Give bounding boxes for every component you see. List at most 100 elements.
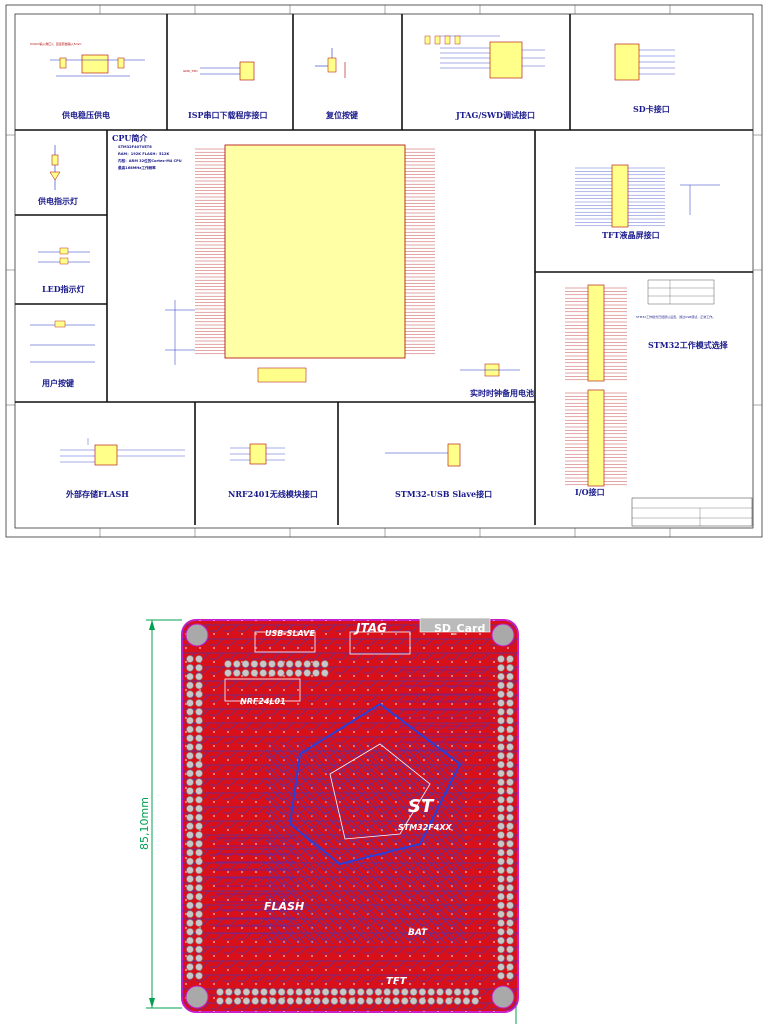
header-pad [186,708,194,716]
header-pad [497,655,505,663]
header-pad [401,988,409,996]
header-pad [195,866,203,874]
pcb-logo: ST [408,796,435,817]
header-pad [195,734,203,742]
header-pad [195,778,203,786]
header-pad [497,752,505,760]
header-pad [195,664,203,672]
header-pad [506,778,514,786]
usb-circuit: STM32-USB Slave接口 [385,443,492,499]
header-pad [497,963,505,971]
header-pad [195,813,203,822]
header-pad [186,901,194,910]
cpu-line-4: 最高168MHz工作频率 [118,165,156,170]
mount-hole [185,623,209,647]
header-pad [497,840,505,848]
header-pad [195,787,203,795]
header-pad [497,743,505,751]
header-pad [506,804,514,813]
header-pad [186,734,194,742]
header-pad [506,681,514,690]
header-pad [286,988,295,996]
header-pad [365,997,374,1005]
header-pad [506,708,514,716]
header-pad [233,669,241,677]
header-pad [497,884,505,892]
header-pad [321,660,329,668]
header-pad [186,804,194,813]
header-pad [506,664,514,672]
header-pad [186,716,194,725]
header-pad [304,988,312,996]
header-pad [195,972,203,980]
dimension-label: 85,10mm [138,797,151,850]
header-pad [471,988,479,996]
block-label-tft: TFT液晶屏接口 [602,230,660,240]
header-pad [497,813,505,822]
header-pad [497,954,505,962]
header-pad [418,997,427,1005]
block-label-sd: SD卡接口 [633,104,670,114]
pcb-board: USB-SLAVE JTAG SD_Card NRF24L01 ST STM32… [181,617,519,1013]
header-pad [195,901,203,910]
header-pad [195,831,203,839]
header-pad [186,919,194,927]
header-pad [497,787,505,795]
mount-hole [185,985,209,1009]
header-pad [497,831,505,839]
header-pad [242,997,251,1005]
header-pad [436,988,444,996]
header-pad [497,778,505,786]
mount-hole [491,985,515,1009]
header-pad [224,660,232,668]
header-pad [374,997,383,1005]
block-label-power: 供电稳压供电 [61,110,110,120]
header-pad [506,954,514,962]
pcb-label-mcu: STM32F4XX [398,823,453,832]
header-pad [506,945,514,954]
cpu-line-1: STM32F407VET6 [118,145,152,149]
header-pad [401,997,409,1005]
header-pad [216,988,224,996]
block-label-jtag: JTAG/SWD调试接口 [455,110,535,120]
header-pad [195,743,203,751]
power-circuit: 5V(DC输入端口)，直接原始输入5mm 供电稳压供电 [30,41,145,120]
sheet-inner-frame [14,13,754,529]
header-pad [321,669,329,677]
header-pad [260,997,268,1005]
header-pad [195,848,203,857]
header-pad [506,822,514,830]
header-pad [339,988,347,996]
header-pad [268,660,276,668]
tft-circuit: TFT液晶屏接口 [575,164,720,240]
header-pad [506,769,514,778]
header-pad [506,910,514,918]
header-pad [195,963,203,971]
header-pad [195,681,203,690]
header-pad [186,681,194,690]
header-pad [277,669,285,677]
header-pad [312,669,320,677]
header-pad [295,997,303,1005]
header-pad [195,910,203,918]
isp-circuit: GND_TXD ISP串口下载程序接口 [183,61,268,120]
header-pad [186,725,194,734]
nrf-circuit: NRF2401无线模块接口 [228,443,318,499]
header-pad [497,690,505,698]
header-pad [506,919,514,927]
header-pad [294,660,303,668]
header-pad [260,988,268,996]
header-pad [506,716,514,725]
header-pad [506,866,514,874]
header-pad [224,669,232,677]
header-pad [304,997,312,1005]
header-pad [506,840,514,848]
pcb-label-sd-card: SD_Card [434,622,485,635]
header-pad [186,813,194,822]
header-pad [506,690,514,698]
header-pad [506,875,514,883]
header-pad [195,752,203,760]
header-pad [285,660,294,668]
header-pad [186,752,194,760]
header-pad [269,988,277,996]
